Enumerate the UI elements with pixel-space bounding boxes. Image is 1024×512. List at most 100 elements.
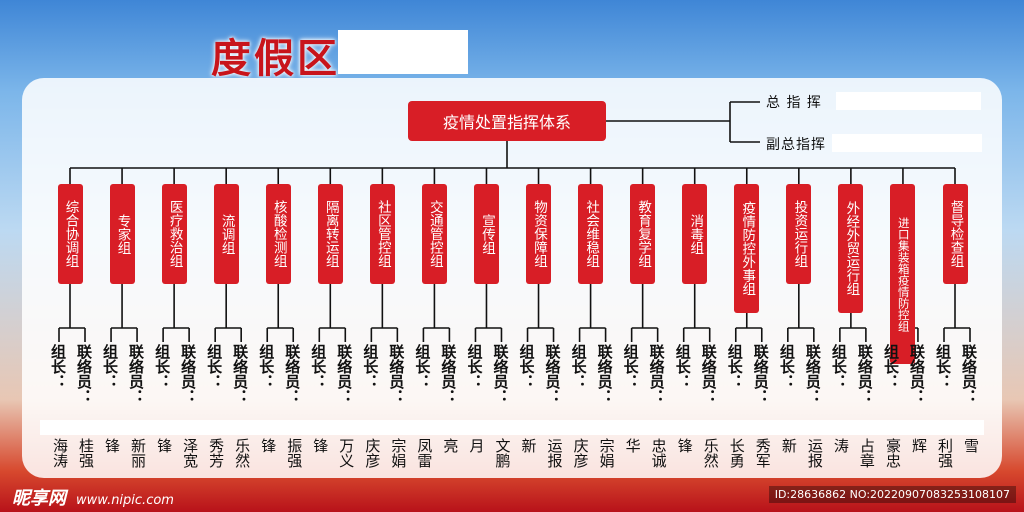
group-node: 综合协调组 [57,184,83,284]
commander-label: 总 指 挥 [766,95,822,111]
liaison-role-label: 联络员： [647,344,666,404]
leader-role-label: 组长： [101,344,120,389]
liaison-name: 运报 [545,438,564,468]
liaison-name: 振强 [285,438,304,468]
group-node: 物资保障组 [526,184,552,284]
root-node: 疫情处置指挥体系 [408,101,606,141]
group-node: 核酸检测组 [265,184,291,284]
liaison-name: 秀军 [753,438,772,468]
leader-name: 秀芳 [207,438,226,468]
liaison-name: 忠诚 [649,438,668,468]
leader-role-label: 组长： [49,344,67,389]
deputy-commander-redaction [832,134,982,152]
leader-role-label: 组长： [673,344,692,389]
group-node: 流调组 [213,184,239,284]
liaison-name: 宗娟 [389,438,408,468]
leader-role-label: 组长： [361,344,380,389]
group-node: 隔离转运组 [317,184,343,284]
liaison-role-label: 联络员： [283,344,302,404]
leader-name: 长勇 [727,438,746,468]
leader-name: 凤雷 [415,438,434,468]
liaison-role-label: 联络员： [803,344,822,404]
leader-role-label: 组长： [777,344,796,389]
group-node: 专家组 [109,184,135,284]
leader-name: 月 [467,438,486,453]
group-node: 交通管控组 [421,184,447,284]
leader-role-label: 组长： [309,344,328,389]
group-node: 社区管控组 [369,184,395,284]
leader-name: 豪忠 [883,438,902,468]
liaison-role-label: 联络员： [335,344,354,404]
liaison-role-label: 联络员： [75,344,93,404]
leader-name: 利强 [936,438,954,468]
leader-name: 新 [779,438,798,453]
leader-name: 新 [519,438,538,453]
leader-name: 锋 [311,438,330,453]
liaison-role-label: 联络员： [387,344,406,404]
liaison-name: 雪 [962,438,980,453]
leader-role-label: 组长： [257,344,276,389]
leader-role-label: 组长： [569,344,588,389]
liaison-role-label: 联络员： [127,344,146,404]
leader-name: 锋 [103,438,122,453]
leader-role-label: 组长： [413,344,432,389]
leader-name: 锋 [155,438,174,453]
leader-role-label: 组长： [205,344,224,389]
leader-role-label: 组长： [517,344,536,389]
liaison-role-label: 联络员： [179,344,198,404]
liaison-name: 辉 [909,438,928,453]
leader-role-label: 组长： [829,344,848,389]
leader-role-label: 组长： [881,344,900,389]
leader-role-label: 组长： [465,344,484,389]
group-node: 投资运行组 [786,184,812,284]
leader-name: 锋 [675,438,694,453]
group-node: 消毒组 [682,184,708,284]
group-node: 教育复学组 [630,184,656,284]
liaison-role-label: 联络员： [595,344,614,404]
liaison-name: 泽宽 [181,438,200,468]
liaison-role-label: 联络员： [699,344,718,404]
leader-role-label: 组长： [621,344,640,389]
liaison-role-label: 联络员： [960,344,978,404]
liaison-name: 新丽 [129,438,148,468]
group-node: 社会维稳组 [578,184,604,284]
leader-role-label: 组长： [934,344,952,389]
leader-role-label: 组长： [153,344,172,389]
leader-name: 庆彦 [363,438,382,468]
group-node: 外经外贸运行组 [838,184,864,313]
liaison-name: 乐然 [233,438,252,468]
liaison-role-label: 联络员： [855,344,874,404]
liaison-name: 亮 [441,438,460,453]
liaison-role-label: 联络员： [751,344,770,404]
group-node: 医疗救治组 [161,184,187,284]
liaison-role-label: 联络员： [231,344,250,404]
leader-name: 华 [623,438,642,453]
group-node: 进口集装箱疫情防控组 [890,184,916,364]
commander-redaction [836,92,981,110]
liaison-role-label: 联络员： [491,344,510,404]
page-title: 度假区疫情处置指挥体系架构图 [211,35,340,82]
title-redaction [338,30,468,74]
liaison-name: 运报 [805,438,824,468]
group-node: 疫情防控外事组 [734,184,760,313]
leader-name: 锋 [259,438,278,453]
image-id-watermark: ID:28636862 NO:20220907083253108107 [768,486,1016,503]
deputy-commander-label: 副总指挥 [766,137,826,153]
liaison-name: 文鹏 [493,438,512,468]
liaison-role-label: 联络员： [907,344,926,404]
liaison-name: 桂强 [77,438,95,468]
liaison-name: 宗娟 [597,438,616,468]
group-node: 宣传组 [473,184,499,284]
leader-name: 庆彦 [571,438,590,468]
liaison-name: 万义 [337,438,356,468]
leader-role-label: 组长： [725,344,744,389]
liaison-name: 占章 [857,438,876,468]
liaison-name: 乐然 [701,438,720,468]
group-node: 督导检查组 [942,184,968,284]
liaison-role-label: 联络员： [543,344,562,404]
liaison-role-label: 联络员： [439,344,458,404]
leader-name: 海涛 [51,438,69,468]
members-redaction [40,420,984,435]
